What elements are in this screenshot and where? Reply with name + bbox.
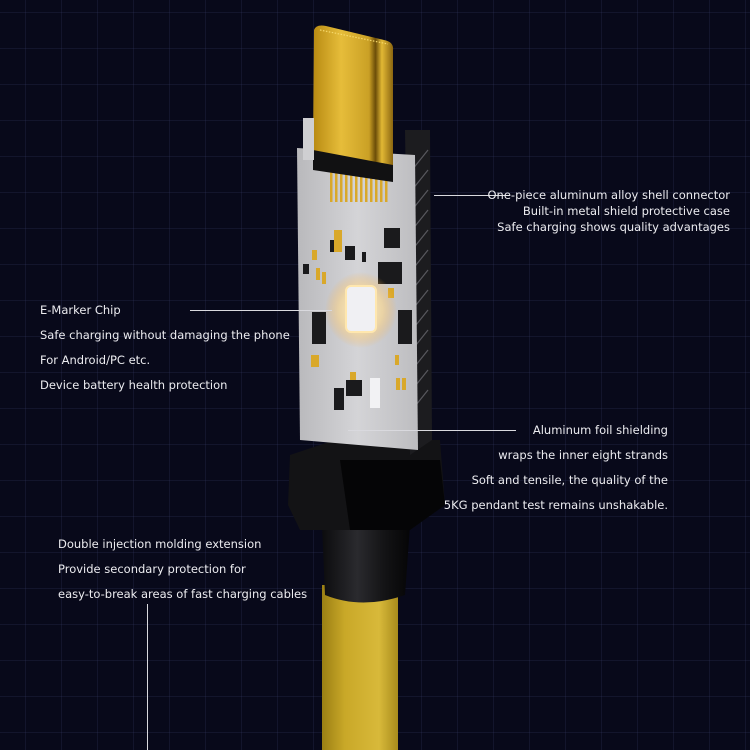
- callout-title: Aluminum foil shielding: [532, 423, 668, 437]
- callout-title: One-piece aluminum alloy shell connector: [487, 188, 731, 202]
- callout-line: For Android/PC etc.: [40, 353, 151, 367]
- leader-line-e-marker: [190, 310, 332, 311]
- callout-line: Soft and tensile, the quality of the: [471, 473, 668, 487]
- callout-line: 5KG pendant test remains unshakable.: [443, 498, 668, 512]
- callout-line: Built-in metal shield protective case: [522, 204, 730, 218]
- callout-line: Safe charging shows quality advantages: [497, 220, 730, 234]
- leader-line-foil: [348, 430, 516, 431]
- callout-title: Double injection molding extension: [58, 537, 262, 551]
- callout-line: Device battery health protection: [40, 378, 228, 392]
- callout-line: wraps the inner eight strands: [498, 448, 668, 462]
- callout-line: Provide secondary protection for: [58, 562, 246, 576]
- callout-line: easy-to-break areas of fast charging cab…: [58, 587, 308, 601]
- callout-line: Safe charging without damaging the phone: [40, 328, 290, 342]
- leader-line-connector: [434, 195, 510, 196]
- leader-line-molding: [147, 604, 148, 750]
- callout-title: E-Marker Chip: [40, 303, 121, 317]
